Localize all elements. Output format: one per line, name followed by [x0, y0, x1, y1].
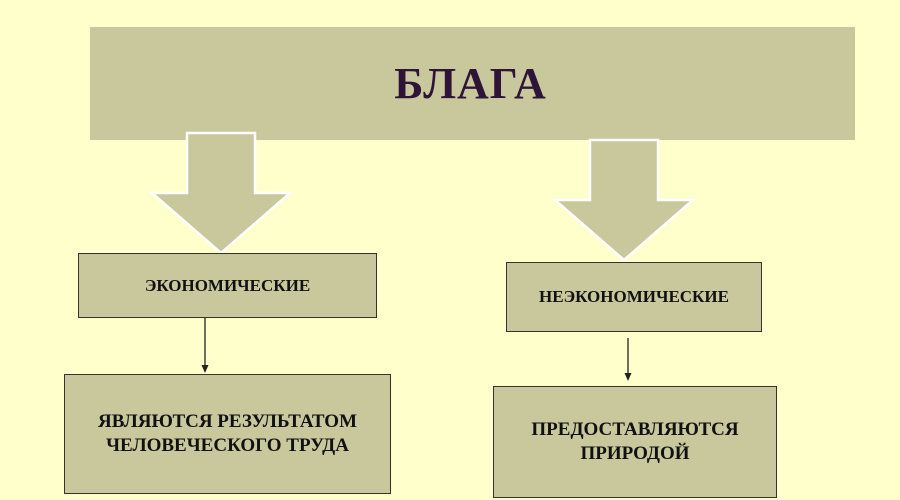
category-label: ЭКОНОМИЧЕСКИЕ — [144, 275, 311, 295]
category-label: НЕЭКОНОМИЧЕСКИЕ — [539, 287, 729, 306]
connector-arrow-left-icon — [201, 318, 209, 373]
connector-arrow-right-icon — [624, 338, 632, 381]
description-text: ЯВЛЯЮТСЯ РЕЗУЛЬТАТОМ ЧЕЛОВЕЧЕСКОГО ТРУДА — [97, 411, 358, 456]
category-box-noneconomic: НЕЭКОНОМИЧЕСКИЕ — [506, 262, 762, 332]
category-box-economic: ЭКОНОМИЧЕСКИЕ — [78, 253, 377, 318]
description-box-economic: ЯВЛЯЮТСЯ РЕЗУЛЬТАТОМ ЧЕЛОВЕЧЕСКОГО ТРУДА — [64, 374, 391, 494]
description-box-noneconomic: ПРЕДОСТАВЛЯЮТСЯ ПРИРОДОЙ — [493, 386, 777, 498]
diagram-title: БЛАГА — [394, 59, 547, 108]
down-arrow-left-icon — [148, 131, 294, 255]
description-text: ПРЕДОСТАВЛЯЮТСЯ ПРИРОДОЙ — [531, 419, 739, 464]
title-banner: БЛАГА — [90, 27, 855, 140]
down-arrow-right-icon — [551, 138, 697, 262]
